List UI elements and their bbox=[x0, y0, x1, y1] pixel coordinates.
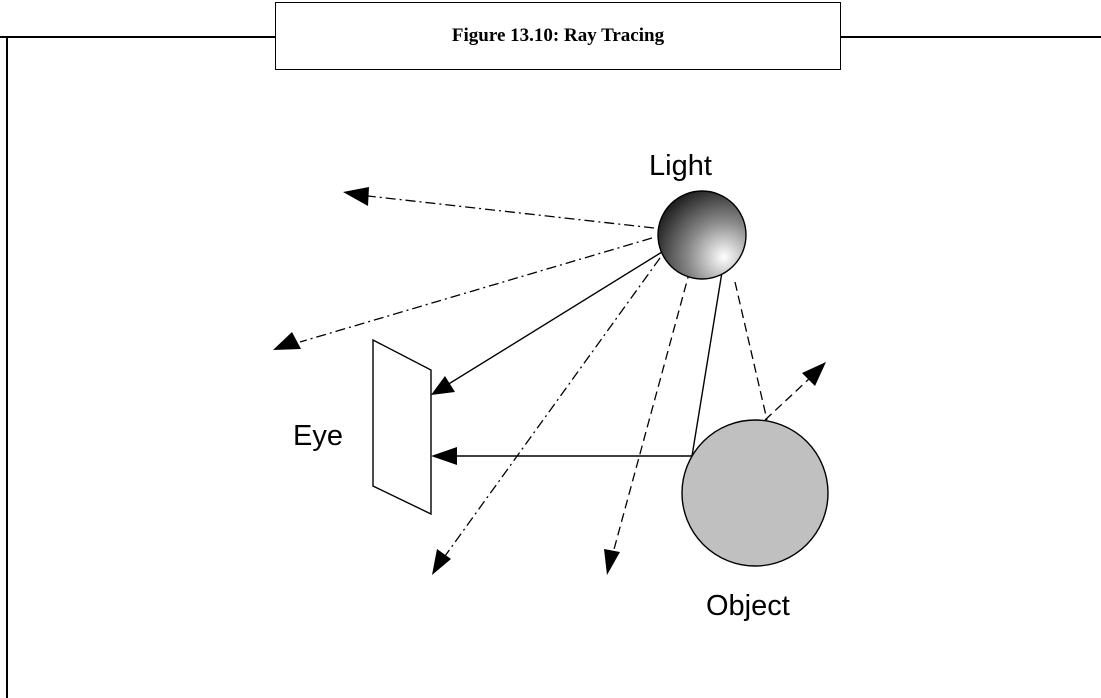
ray-reflect-out bbox=[764, 377, 811, 421]
arrowhead-lower-left bbox=[432, 549, 451, 575]
frame-top-right-line bbox=[840, 36, 1101, 38]
arrowhead-down bbox=[604, 549, 620, 575]
arrowhead-reflect-out bbox=[802, 362, 826, 386]
frame-left-line bbox=[6, 36, 8, 698]
figure-caption-box: Figure 13.10: Ray Tracing bbox=[275, 2, 841, 70]
eye-label: Eye bbox=[293, 420, 343, 452]
primary-rays-solid bbox=[446, 251, 723, 457]
ray-light-to-object bbox=[691, 271, 723, 457]
ray-to-object bbox=[734, 281, 768, 421]
light-sphere-icon bbox=[657, 190, 747, 280]
ray-lower-left bbox=[444, 257, 661, 557]
ray-light-to-eye bbox=[446, 251, 663, 386]
ray-upper-left bbox=[367, 195, 655, 229]
light-label: Light bbox=[649, 150, 712, 182]
frame-top-left-line bbox=[0, 36, 276, 38]
ray-left bbox=[299, 237, 653, 343]
reflected-rays-dashdot bbox=[299, 195, 661, 557]
arrowhead-upper-left bbox=[343, 187, 369, 206]
figure-caption: Figure 13.10: Ray Tracing bbox=[451, 25, 665, 46]
arrowheads bbox=[273, 187, 826, 575]
ray-down bbox=[612, 269, 691, 554]
eye-screen-plane bbox=[372, 338, 432, 516]
shadow-rays-dashed bbox=[612, 269, 811, 554]
arrowhead-eye-upper bbox=[431, 376, 455, 395]
arrowhead-left bbox=[273, 332, 301, 350]
arrowhead-eye-lower bbox=[431, 447, 457, 465]
object-label: Object bbox=[706, 590, 790, 622]
object-sphere-icon bbox=[681, 419, 829, 567]
